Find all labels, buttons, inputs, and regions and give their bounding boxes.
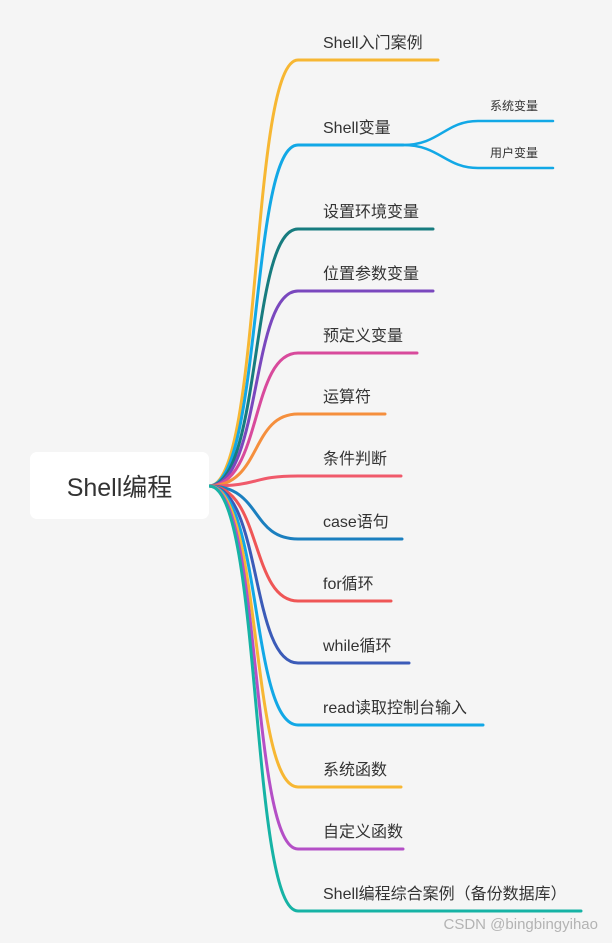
branch-connector bbox=[207, 484, 393, 603]
branch-label-operators[interactable]: 运算符 bbox=[323, 389, 372, 406]
branch-connector bbox=[207, 227, 435, 488]
sub-label-user-variables[interactable]: 用户变量 bbox=[490, 146, 539, 160]
watermark: CSDN @bingbingyihao bbox=[443, 916, 598, 933]
branch-connector bbox=[207, 143, 405, 488]
branch-connector bbox=[207, 484, 583, 913]
sub-branch-connector bbox=[401, 119, 555, 147]
branch-label-custom-functions[interactable]: 自定义函数 bbox=[323, 824, 404, 841]
branch-label-read-input[interactable]: read读取控制台输入 bbox=[323, 700, 468, 717]
branch-label-conditionals[interactable]: 条件判断 bbox=[323, 451, 388, 468]
branch-label-positional-params[interactable]: 位置参数变量 bbox=[323, 266, 420, 283]
root-node[interactable]: Shell编程 bbox=[30, 452, 209, 519]
branch-label-for-loop[interactable]: for循环 bbox=[323, 576, 374, 593]
branch-connector bbox=[207, 484, 403, 789]
branch-label-predefined-variables[interactable]: 预定义变量 bbox=[323, 328, 404, 345]
branch-label-system-functions[interactable]: 系统函数 bbox=[323, 762, 388, 779]
branch-label-final-case[interactable]: Shell编程综合案例（备份数据库） bbox=[323, 886, 567, 903]
branch-label-while-loop[interactable]: while循环 bbox=[323, 638, 392, 655]
branch-connector bbox=[207, 58, 440, 488]
root-label: Shell编程 bbox=[66, 473, 173, 502]
sub-branch-connector bbox=[401, 143, 555, 170]
branch-label-env-variables[interactable]: 设置环境变量 bbox=[323, 204, 420, 221]
branch-label-shell-intro[interactable]: Shell入门案例 bbox=[323, 35, 423, 52]
branch-label-shell-variables[interactable]: Shell变量 bbox=[323, 120, 391, 137]
branch-connector bbox=[207, 474, 403, 488]
branch-connector bbox=[207, 351, 419, 488]
branch-connector bbox=[207, 484, 411, 665]
branch-label-case-statement[interactable]: case语句 bbox=[323, 514, 389, 531]
branch-connector bbox=[207, 412, 387, 488]
branch-connector bbox=[207, 484, 404, 541]
sub-label-system-variables[interactable]: 系统变量 bbox=[490, 99, 539, 113]
branch-connector bbox=[207, 289, 435, 488]
